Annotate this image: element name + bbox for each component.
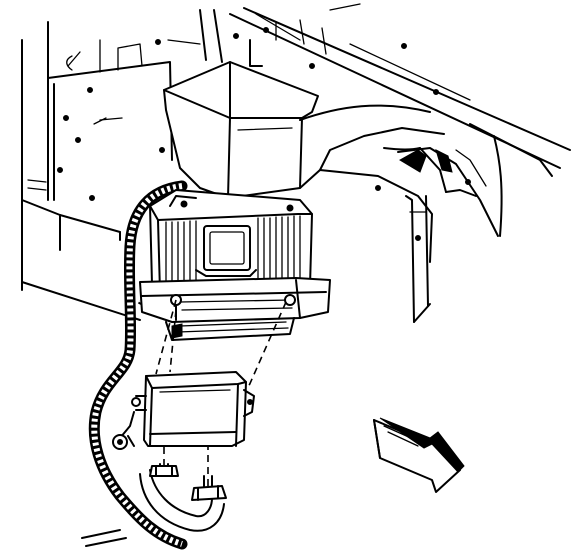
harness-connector-left: [149, 446, 179, 477]
harness-connector-right: [191, 446, 227, 501]
ground-terminal: [112, 411, 135, 450]
wheel-well-structure: [299, 104, 553, 323]
direction-arrow: [373, 417, 465, 493]
ecm-heat-sink: [165, 215, 301, 285]
upper-bracket: [163, 61, 319, 199]
alignment-lines: [155, 299, 287, 389]
ecm-module: [149, 189, 313, 295]
ecm-cover-plate: [203, 225, 251, 271]
mounting-bracket: [139, 277, 331, 341]
left-body-panel: [21, 21, 173, 321]
lower-module: [131, 371, 255, 447]
cowl-frame: [167, 3, 571, 169]
